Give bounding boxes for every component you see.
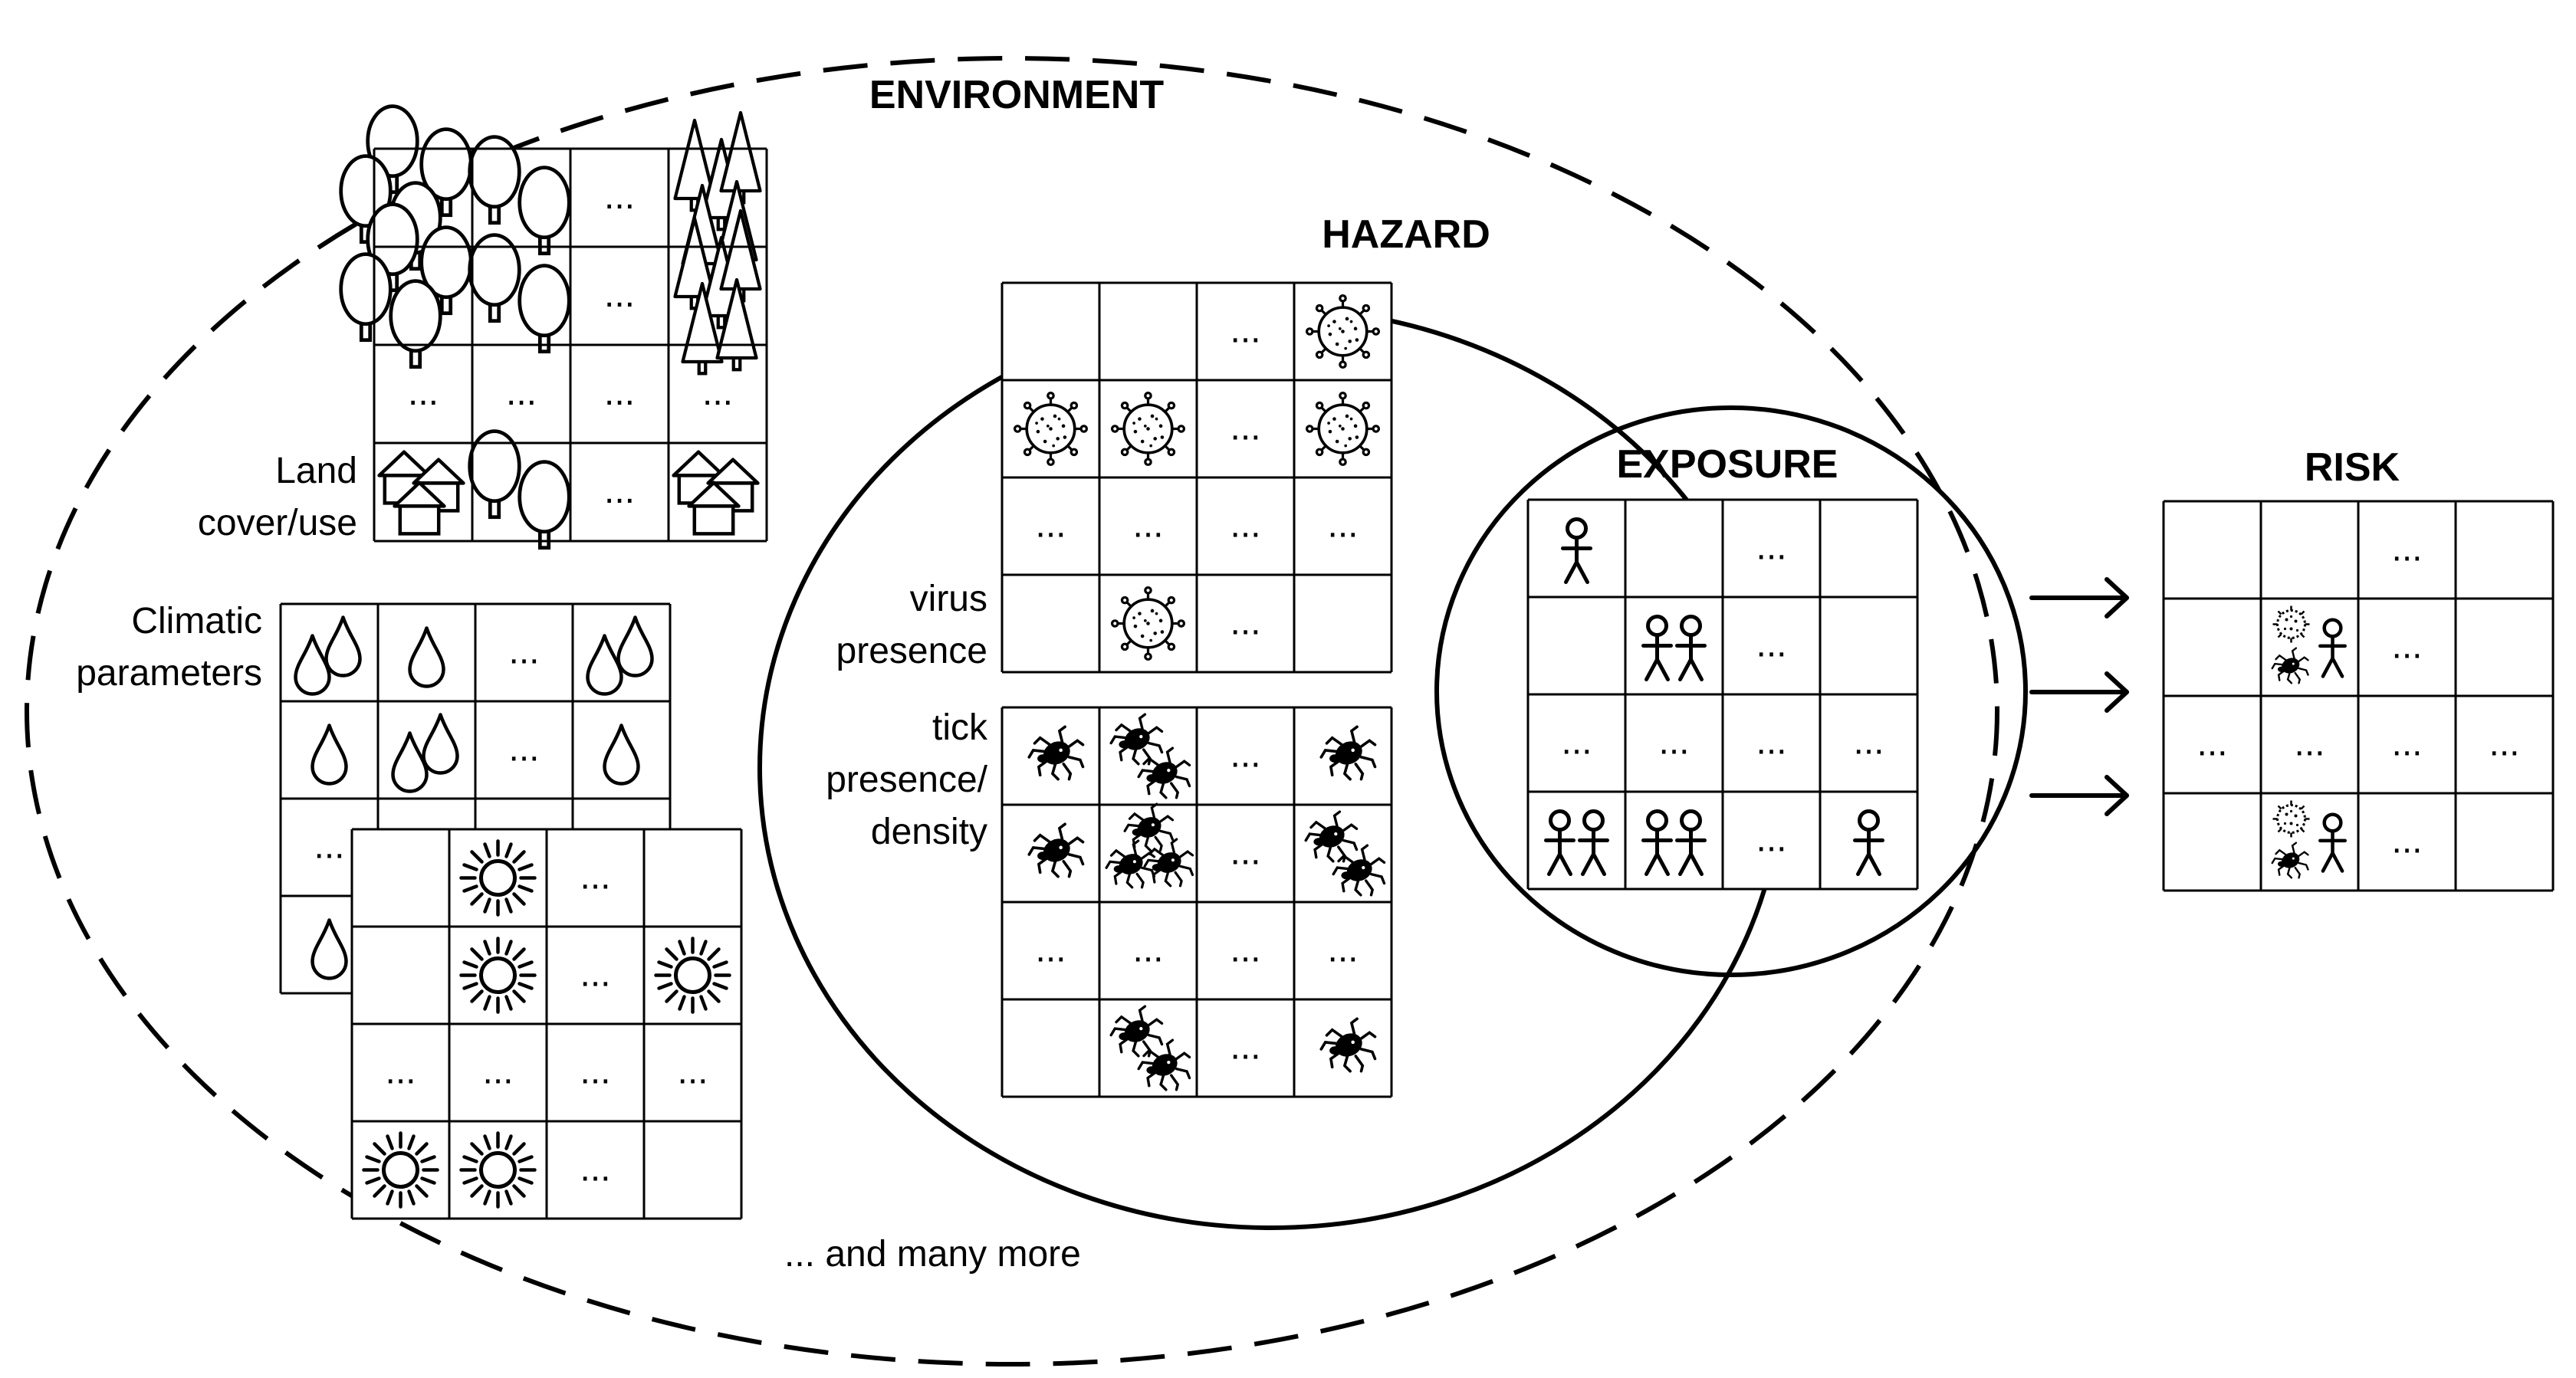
arrow-to-risk-middle [2029, 671, 2129, 713]
ellipsis-text: ... [2391, 821, 2422, 861]
ellipsis-text: ... [2196, 723, 2227, 764]
ellipsis-text: ... [1756, 722, 1786, 763]
ellipsis-text: ... [604, 471, 635, 511]
ellipsis-text: ... [1132, 505, 1163, 546]
ellipsis-text: ... [1561, 722, 1592, 763]
virus-icon [1013, 391, 1089, 467]
ellipsis-text: ... [1230, 930, 1260, 970]
ellipsis-text: ... [506, 372, 537, 413]
ellipsis-text: ... [580, 1052, 610, 1092]
hazard-title: HAZARD [1322, 212, 1490, 257]
ellipsis-text: ... [1327, 930, 1358, 970]
ellipsis-text: ... [2391, 529, 2422, 569]
ellipsis-text: ... [508, 632, 539, 672]
arrow-to-risk-top [2029, 577, 2129, 618]
ellipsis-text: ... [1230, 310, 1260, 351]
virus-label-line2: presence [836, 631, 987, 671]
exposure-ellipse [1434, 405, 2028, 977]
ellipsis-text: ... [1230, 735, 1260, 776]
deciduous-tree-icon [520, 266, 570, 352]
ellipsis-text: ... [1756, 527, 1786, 568]
ellipsis-text: ... [385, 1052, 416, 1092]
sun-icon [364, 1134, 438, 1207]
ellipsis-text: ... [604, 372, 635, 413]
ellipsis-text: ... [580, 1149, 610, 1189]
ellipsis-text: ... [1756, 819, 1786, 860]
ellipsis-text: ... [604, 176, 635, 217]
sun-icon [656, 939, 730, 1012]
ellipsis-text: ... [677, 1052, 708, 1092]
sunshine-grid: ..................... [350, 828, 743, 1220]
deciduous-tree-icon [520, 168, 570, 254]
sun-icon [462, 939, 535, 1012]
ellipsis-text: ... [580, 954, 610, 995]
risk-title: RISK [2305, 445, 2400, 490]
exposure-grid: ..................... [1526, 498, 1919, 891]
risk-grid: ..................... [2162, 500, 2555, 892]
climatic-label-line1: Climatic [131, 601, 262, 641]
ellipsis-text: ... [2489, 723, 2519, 764]
ellipsis-text: ... [702, 372, 733, 413]
ellipsis-text: ... [2294, 723, 2325, 764]
ellipsis-text: ... [1230, 408, 1260, 448]
ellipsis-text: ... [604, 274, 635, 315]
ellipsis-text: ... [314, 826, 344, 867]
virus-icon [1305, 391, 1381, 467]
deciduous-tree-icon [341, 254, 391, 340]
ellipsis-text: ... [580, 857, 610, 897]
land-label-line1: Land [275, 451, 357, 491]
sun-icon [462, 842, 535, 915]
environment-ellipse [25, 56, 1999, 1367]
tick-label-line2: presence/ [826, 760, 987, 800]
exposure-title: EXPOSURE [1617, 442, 1838, 487]
climatic-label-line2: parameters [76, 653, 262, 694]
ellipsis-text: ... [482, 1052, 513, 1092]
ellipsis-text: ... [1853, 722, 1884, 763]
virus-icon [1110, 586, 1186, 661]
sun-icon [462, 1134, 535, 1207]
land-label-line2: cover/use [198, 503, 357, 543]
tick-label-line3: density [871, 812, 987, 852]
virus-icon [1110, 391, 1186, 467]
ellipsis-text: ... [1230, 832, 1260, 873]
ellipsis-text: ... [508, 729, 539, 769]
arrow-to-risk-bottom [2029, 775, 2129, 816]
ellipsis-text: ... [1756, 625, 1786, 665]
environment-title: ENVIRONMENT [869, 73, 1164, 117]
ellipsis-text: ... [1658, 722, 1689, 763]
ellipsis-text: ... [1230, 1027, 1260, 1068]
ellipsis-text: ... [2391, 626, 2422, 667]
footer-label: ... and many more [784, 1234, 1081, 1275]
virus-icon [2272, 605, 2311, 644]
ellipsis-text: ... [1035, 505, 1066, 546]
deciduous-tree-icon [520, 462, 570, 548]
virus-label-line1: virus [910, 579, 987, 619]
virus-icon [2272, 799, 2311, 838]
ellipsis-text: ... [1327, 505, 1358, 546]
ellipsis-text: ... [2391, 723, 2422, 764]
land-cover-grid: ..................... [341, 107, 768, 548]
ellipsis-text: ... [1035, 930, 1066, 970]
virus-icon [1305, 294, 1381, 369]
tick-label-line1: tick [932, 707, 988, 748]
tick-density-grid: ..................... [1001, 706, 1393, 1098]
ellipsis-text: ... [408, 372, 439, 413]
ellipsis-text: ... [1230, 602, 1260, 643]
deciduous-tree-icon [391, 281, 441, 367]
ellipsis-text: ... [1132, 930, 1163, 970]
ellipsis-text: ... [1230, 505, 1260, 546]
virus-presence-grid: ..................... [1001, 281, 1393, 674]
